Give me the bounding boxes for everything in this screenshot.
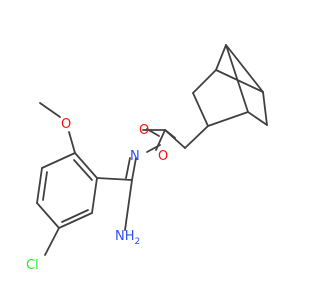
bond [44,227,60,256]
bond [215,69,264,93]
bond [96,177,133,181]
bond [192,92,209,127]
bond [68,131,76,154]
bond-double-inner [61,209,89,223]
atom-labels: O O O N NH2 Cl [26,117,168,273]
bonds [36,44,268,256]
bond [225,44,264,93]
bond [124,179,133,231]
molecule-diagram: O O O N NH2 Cl [26,44,268,273]
bond [91,177,98,214]
bond-double-inner [125,157,131,179]
bond [36,202,60,229]
chlorine-label: Cl [26,258,39,273]
bond [58,212,93,229]
structure-canvas: O O O N NH2 Cl [26,44,268,273]
bond [39,102,61,118]
ester-oxygen-label: O [158,149,168,164]
bond [41,152,76,169]
bond [164,129,186,149]
amine-label: NH2 [115,229,140,247]
bond [225,44,249,113]
bond [155,129,166,151]
bond-double-inner [73,159,93,181]
bond [247,111,268,126]
bond [131,157,137,181]
bond-double-inner [42,171,48,201]
bond [207,111,249,127]
carbonyl-oxygen-label: O [139,123,149,138]
bond [184,125,209,149]
bond [74,152,98,179]
bond [215,44,227,71]
bond [36,167,43,204]
methoxy-oxygen-label: O [61,117,71,132]
imine-nitrogen-label: N [130,149,140,164]
bond [146,128,160,137]
bond [262,91,268,126]
bond [192,69,217,94]
